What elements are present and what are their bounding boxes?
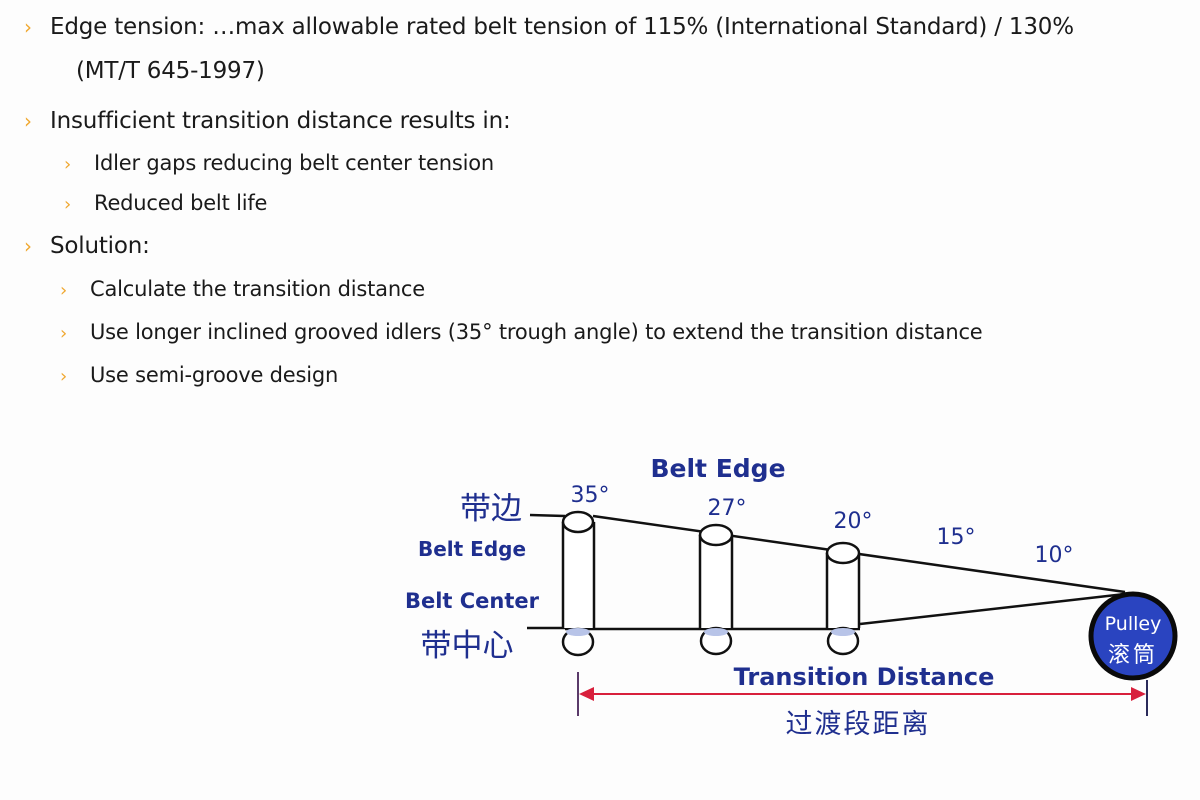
chevron-right-icon: › — [60, 366, 67, 387]
chevron-right-icon: › — [64, 194, 71, 215]
belt-center-label-en: Belt Center — [405, 589, 540, 613]
angle-20: 20° — [834, 509, 873, 534]
chevron-right-icon: › — [24, 109, 32, 133]
bullet-text: Reduced belt life — [94, 191, 268, 215]
sub-bullet-longer-idlers: › Use longer inclined grooved idlers (35… — [60, 320, 983, 344]
belt-edge-title: Belt Edge — [650, 454, 785, 483]
bullet-text: Calculate the transition distance — [90, 277, 425, 301]
bullet-text: Edge tension: …max allowable rated belt … — [50, 14, 1074, 40]
bullet-edge-tension: › Edge tension: …max allowable rated bel… — [24, 14, 1074, 40]
chevron-right-icon: › — [24, 234, 32, 258]
belt-edge-label-cn: 带边 — [460, 491, 522, 527]
idler-20 — [825, 541, 861, 656]
idler-27 — [698, 523, 734, 656]
transition-distance-arrow — [577, 672, 1148, 716]
bullet-text: Solution: — [50, 233, 150, 259]
angle-15: 15° — [937, 525, 976, 550]
chevron-right-icon: › — [24, 15, 32, 39]
belt-center-label-cn: 带中心 — [421, 628, 514, 664]
sub-bullet-calculate: › Calculate the transition distance — [60, 277, 425, 301]
bullet-edge-tension-continuation: (MT/T 645-1997) — [76, 58, 265, 84]
pulley: Pulley 滚筒 — [1088, 591, 1178, 681]
chevron-right-icon: › — [64, 154, 71, 175]
pulley-label-cn: 滚筒 — [1108, 643, 1158, 668]
angle-35: 35° — [571, 483, 610, 508]
transition-distance-label-cn: 过渡段距离 — [786, 709, 931, 740]
pulley-label-en: Pulley — [1105, 613, 1162, 635]
bullet-solution: › Solution: — [24, 233, 150, 259]
bullet-text: Use semi-groove design — [90, 363, 339, 387]
bullet-insufficient: › Insufficient transition distance resul… — [24, 108, 511, 134]
sub-bullet-idler-gaps: › Idler gaps reducing belt center tensio… — [64, 151, 494, 175]
bullet-text: Insufficient transition distance results… — [50, 108, 511, 134]
bullet-text: Use longer inclined grooved idlers (35° … — [90, 320, 983, 344]
bullet-text: Idler gaps reducing belt center tension — [94, 151, 494, 175]
transition-distance-label-en: Transition Distance — [734, 663, 995, 691]
angle-10: 10° — [1035, 543, 1074, 568]
sub-bullet-reduced-life: › Reduced belt life — [64, 191, 267, 215]
belt-edge-label-en: Belt Edge — [418, 537, 526, 561]
chevron-right-icon: › — [60, 280, 67, 301]
sub-bullet-semi-groove: › Use semi-groove design — [60, 363, 338, 387]
angle-27: 27° — [708, 496, 747, 521]
idler-35 — [561, 510, 596, 657]
chevron-right-icon: › — [60, 323, 67, 344]
